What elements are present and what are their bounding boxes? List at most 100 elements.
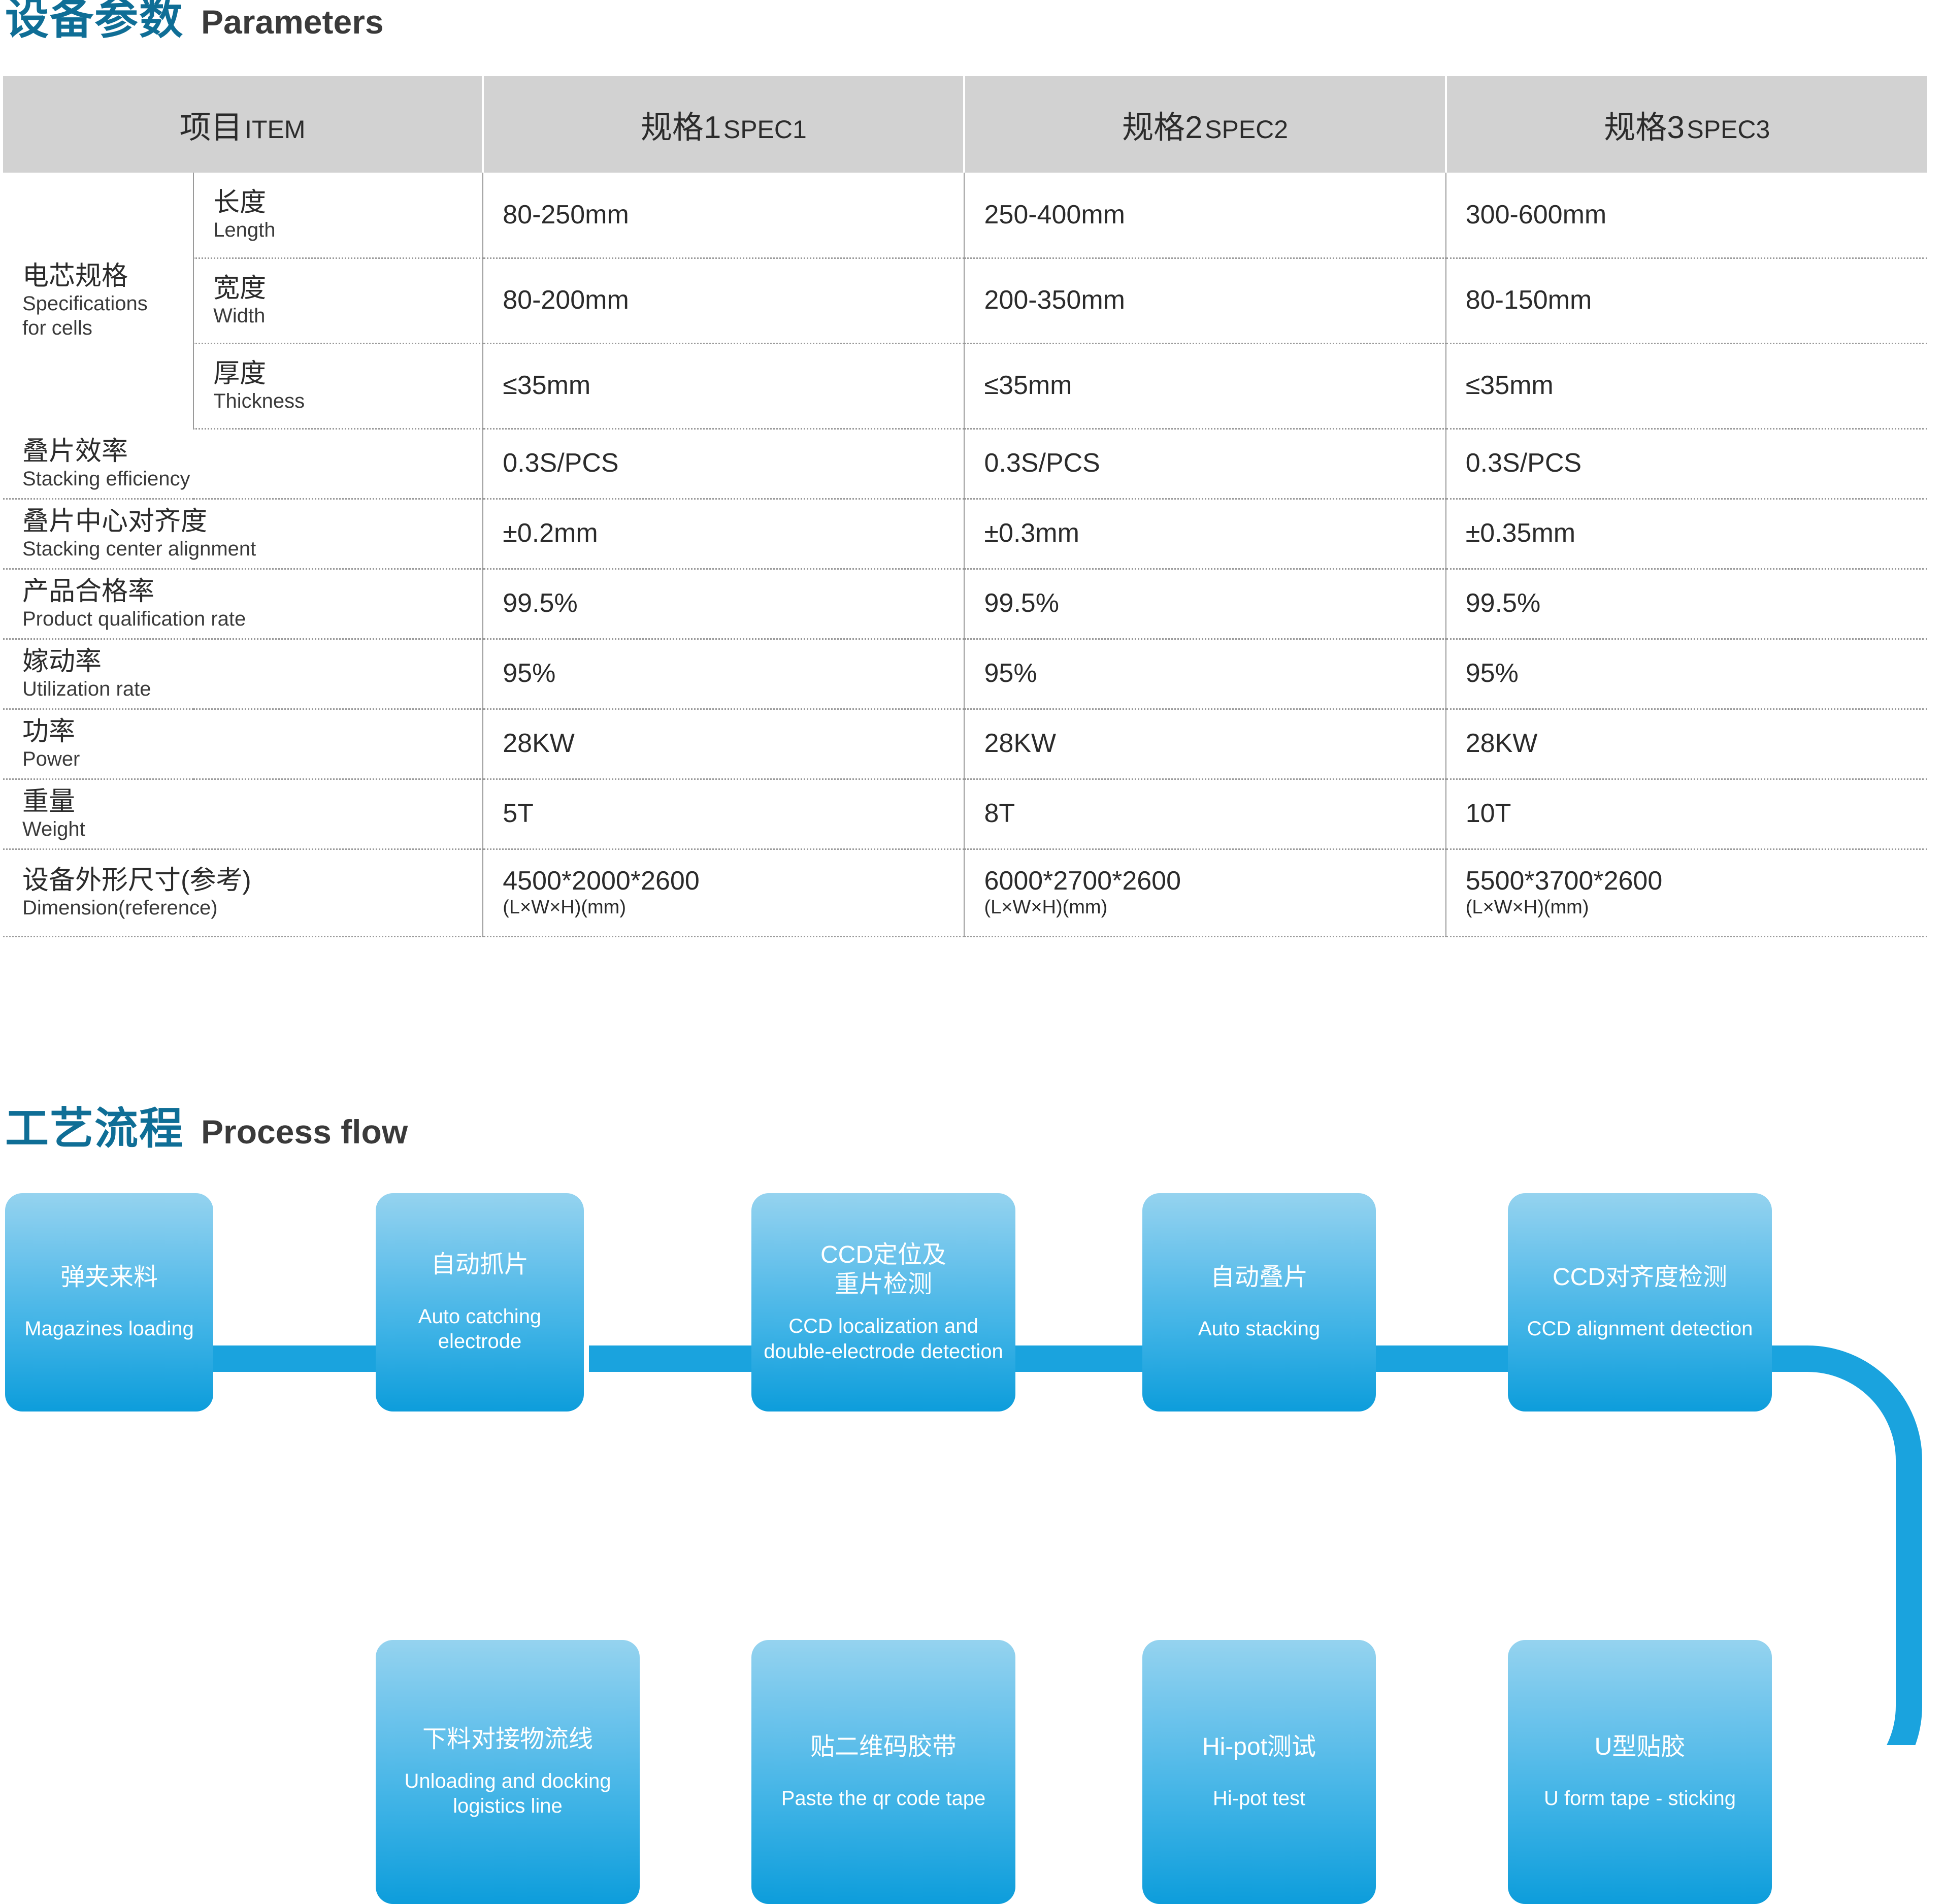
flow-step-magazines-loading[interactable]: 弹夹来料 Magazines loading bbox=[5, 1193, 213, 1411]
flow-step-cn: Hi-pot测试 bbox=[1202, 1733, 1316, 1760]
cell-thickness-spec2: ≤35mm bbox=[964, 343, 1446, 430]
row-label-en: Stacking center alignment bbox=[22, 538, 256, 561]
value-text: ≤35mm bbox=[503, 371, 591, 401]
subitem-width: 宽度 Width bbox=[193, 258, 484, 344]
row-label-cn: 功率 bbox=[22, 716, 76, 746]
header-spec1: 规格1 SPEC1 bbox=[483, 76, 966, 173]
value-text: 95% bbox=[1465, 659, 1519, 688]
cell-utilization-spec1: 95% bbox=[483, 639, 965, 710]
value-text: 300-600mm bbox=[1465, 200, 1607, 229]
flow-step-en: Hi-pot test bbox=[1212, 1787, 1306, 1810]
value-text: 80-150mm bbox=[1465, 285, 1592, 315]
cell-length-spec2: 250-400mm bbox=[964, 173, 1446, 259]
table-row: 设备外形尺寸(参考) Dimension(reference) 4500*200… bbox=[3, 849, 1927, 937]
flow-step-cn: 弹夹来料 bbox=[60, 1263, 158, 1291]
subitem-thickness: 厚度 Thickness bbox=[193, 343, 484, 430]
value-text: 99.5% bbox=[984, 588, 1059, 618]
value-text: 0.3S/PCS bbox=[984, 448, 1100, 478]
cell-alignment-spec2: ±0.3mm bbox=[964, 499, 1446, 570]
process-heading-cn: 工艺流程 bbox=[5, 1104, 184, 1153]
flow-step-cn: CCD定位及重片检测 bbox=[820, 1241, 946, 1298]
value-text: 250-400mm bbox=[984, 200, 1125, 229]
cell-utilization-spec2: 95% bbox=[964, 639, 1446, 710]
row-label-cn: 叠片效率 bbox=[22, 436, 128, 466]
parameters-section-heading: 设备参数 Parameters bbox=[5, 0, 384, 41]
value-text: 95% bbox=[984, 659, 1037, 688]
value-subtext: (L×W×H)(mm) bbox=[984, 896, 1108, 918]
cell-dimension-spec2: 6000*2700*2600 (L×W×H)(mm) bbox=[964, 849, 1446, 937]
flow-step-paste-qr-code-tape[interactable]: 贴二维码胶带 Paste the qr code tape bbox=[751, 1640, 1015, 1904]
flow-step-en: Paste the qr code tape bbox=[781, 1787, 986, 1810]
subitem-width-en: Width bbox=[213, 305, 266, 327]
value-text: 28KW bbox=[984, 729, 1057, 759]
cell-width-spec2: 200-350mm bbox=[964, 258, 1446, 344]
row-label-weight: 重量 Weight bbox=[3, 779, 484, 850]
cell-length-spec1: 80-250mm bbox=[483, 173, 965, 259]
flow-step-en: CCD alignment detection bbox=[1527, 1318, 1753, 1340]
flow-step-en: Auto stacking bbox=[1198, 1318, 1321, 1340]
connector-segment bbox=[589, 1345, 756, 1372]
cell-alignment-spec1: ±0.2mm bbox=[483, 499, 965, 570]
value-text: 99.5% bbox=[1465, 588, 1541, 618]
flow-step-cn: U型贴胶 bbox=[1594, 1733, 1686, 1760]
cell-weight-spec1: 5T bbox=[483, 779, 965, 850]
header-spec2-en: SPEC2 bbox=[1205, 115, 1289, 144]
value-text: 10T bbox=[1465, 799, 1511, 829]
group-label-en-2: for cells bbox=[22, 317, 92, 340]
parameters-table: 项目 ITEM 规格1 SPEC1 规格2 SPEC2 规格3 SPEC3 电芯… bbox=[3, 76, 1927, 937]
value-text: 28KW bbox=[503, 729, 575, 759]
subitem-length: 长度 Length bbox=[193, 173, 484, 259]
value-subtext: (L×W×H)(mm) bbox=[1465, 896, 1589, 918]
cell-width-spec1: 80-200mm bbox=[483, 258, 965, 344]
group-label-en-1: Specifications bbox=[22, 292, 148, 315]
value-subtext: (L×W×H)(mm) bbox=[503, 896, 626, 918]
parameters-heading-cn: 设备参数 bbox=[5, 0, 184, 43]
cell-alignment-spec3: ±0.35mm bbox=[1445, 499, 1927, 570]
value-text: 80-250mm bbox=[503, 200, 629, 229]
table-row: 叠片效率 Stacking efficiency 0.3S/PCS 0.3S/P… bbox=[3, 429, 1927, 500]
header-spec3: 规格3 SPEC3 bbox=[1445, 76, 1927, 173]
value-text: 6000*2700*2600 bbox=[984, 866, 1181, 896]
flow-step-cn: 贴二维码胶带 bbox=[810, 1733, 957, 1760]
table-row: 厚度 Thickness ≤35mm ≤35mm ≤35mm bbox=[3, 343, 1927, 430]
flow-step-hi-pot-test[interactable]: Hi-pot测试 Hi-pot test bbox=[1142, 1640, 1376, 1904]
cell-dimension-spec3: 5500*3700*2600 (L×W×H)(mm) bbox=[1445, 849, 1927, 937]
flow-step-ccd-alignment-detection[interactable]: CCD对齐度检测 CCD alignment detection bbox=[1508, 1193, 1772, 1411]
cell-stacking-efficiency-spec2: 0.3S/PCS bbox=[964, 429, 1446, 500]
row-group-cell-specifications: 电芯规格 Specifications for cells bbox=[3, 173, 194, 429]
table-header-row: 项目 ITEM 规格1 SPEC1 规格2 SPEC2 规格3 SPEC3 bbox=[3, 76, 1927, 173]
subitem-thickness-en: Thickness bbox=[213, 390, 305, 413]
flow-step-cn: 自动叠片 bbox=[1210, 1263, 1308, 1291]
subitem-thickness-cn: 厚度 bbox=[213, 358, 267, 388]
value-text: 99.5% bbox=[503, 588, 578, 618]
cell-utilization-spec3: 95% bbox=[1445, 639, 1927, 710]
subitem-width-cn: 宽度 bbox=[213, 273, 267, 303]
flow-step-auto-stacking[interactable]: 自动叠片 Auto stacking bbox=[1142, 1193, 1376, 1411]
row-label-cn: 设备外形尺寸(参考) bbox=[22, 865, 251, 895]
header-item-en: ITEM bbox=[245, 115, 306, 144]
value-text: ≤35mm bbox=[984, 371, 1072, 401]
header-spec3-en: SPEC3 bbox=[1687, 115, 1770, 144]
flow-step-cn: 下料对接物流线 bbox=[422, 1726, 593, 1753]
table-row: 宽度 Width 80-200mm 200-350mm 80-150mm bbox=[3, 258, 1927, 344]
row-label-utilization-rate: 嫁动率 Utilization rate bbox=[3, 639, 484, 710]
flow-step-u-form-tape-sticking[interactable]: U型贴胶 U form tape - sticking bbox=[1508, 1640, 1772, 1904]
header-spec1-cn: 规格1 bbox=[640, 110, 721, 145]
row-label-en: Stacking efficiency bbox=[22, 468, 190, 490]
table-row: 嫁动率 Utilization rate 95% 95% 95% bbox=[3, 639, 1927, 710]
row-label-en: Weight bbox=[22, 818, 85, 841]
subitem-length-cn: 长度 bbox=[213, 188, 267, 218]
process-flow-diagram: 弹夹来料 Magazines loading 自动抓片 Auto catchin… bbox=[0, 1178, 1944, 1904]
flow-step-en: U form tape - sticking bbox=[1544, 1787, 1736, 1810]
process-flow-section-heading: 工艺流程 Process flow bbox=[5, 1107, 408, 1151]
cell-length-spec3: 300-600mm bbox=[1445, 173, 1927, 259]
value-text: ±0.35mm bbox=[1465, 518, 1576, 548]
table-row: 产品合格率 Product qualification rate 99.5% 9… bbox=[3, 569, 1927, 640]
value-text: 4500*2000*2600 bbox=[503, 866, 700, 896]
value-text: 5500*3700*2600 bbox=[1465, 866, 1663, 896]
cell-stacking-efficiency-spec1: 0.3S/PCS bbox=[483, 429, 965, 500]
